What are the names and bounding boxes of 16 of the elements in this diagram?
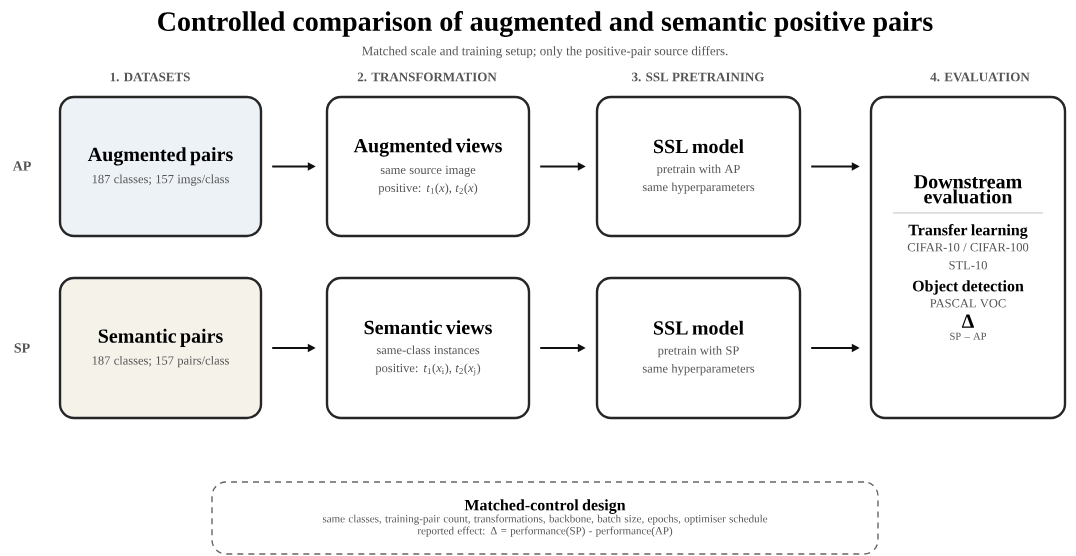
row-label: SP bbox=[14, 343, 30, 353]
column-heading: 4. EVALUATION bbox=[930, 72, 1030, 82]
model-box: SSL model pretrain with SP same hyperparameters bbox=[595, 276, 802, 420]
title: Controlled comparison of augmented and semantic positive pairs bbox=[158, 11, 933, 37]
column-heading: 1. DATASETS bbox=[110, 72, 190, 82]
row-label: AP bbox=[12, 161, 31, 171]
transformation-box: Semantic views same-class instances positive: t$_{1}$(x$_{i}$), t$_{2}$(x$_{j}$) bbox=[325, 276, 531, 420]
column-heading: 3. SSL PRETRAINING bbox=[632, 72, 765, 82]
column-heading: 2. TRANSFORMATION bbox=[357, 72, 497, 82]
transformation-box: Augmented views same source image positive: t$_{1}$(x), t$_{2}$(x) bbox=[325, 95, 531, 238]
evaluation-box: Downstream evaluation Transfer learning CIFAR-10 / CIFAR-100 STL-10 Object detection PASCAL VOC Δ SP – AP bbox=[869, 95, 1067, 420]
design-note-box: Matched-control design same classes, training-pair count, transformations, backbone, batch size, epochs, optimiser schedule reported effect: Δ = performance(SP) - performance(AP) bbox=[211, 481, 879, 555]
subtitle: Matched scale and training setup; only the positive-pair source differs. bbox=[362, 46, 728, 58]
model-box: SSL model pretrain with AP same hyperparameters bbox=[595, 95, 802, 238]
dataset-box: Semantic pairs 187 classes; 157 pairs/class bbox=[58, 276, 263, 420]
dataset-box: Augmented pairs 187 classes; 157 imgs/class bbox=[58, 95, 263, 238]
